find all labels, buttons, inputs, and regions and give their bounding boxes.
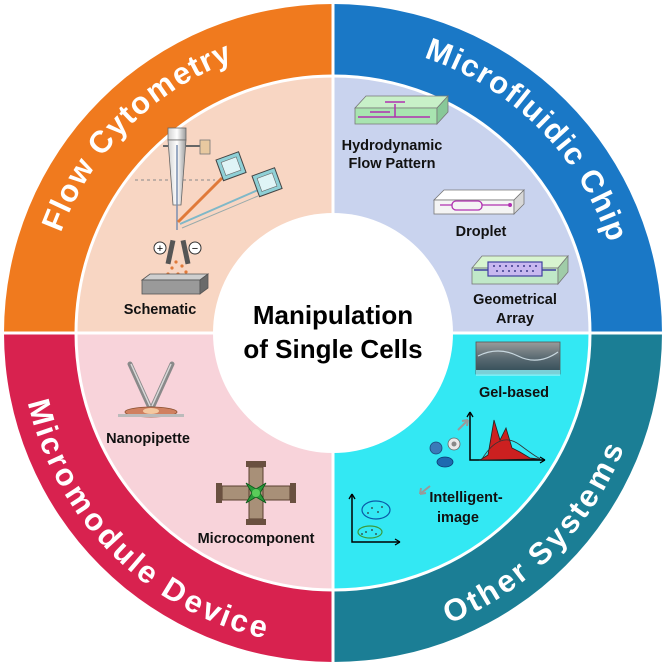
microcomponent-icon bbox=[216, 461, 296, 525]
label-hydrodynamic: Hydrodynamic bbox=[342, 138, 443, 154]
label-array: Array bbox=[496, 311, 534, 327]
label-geometrical: Geometrical bbox=[473, 292, 557, 308]
droplet-chip-icon bbox=[433, 189, 525, 215]
label-nanopipette: Nanopipette bbox=[106, 431, 190, 447]
nanopipette-icon bbox=[118, 361, 184, 418]
ring-micromodule-device bbox=[4, 333, 333, 662]
hydrodynamic-chip-icon bbox=[354, 94, 449, 126]
intelligent-image-icon bbox=[348, 411, 546, 546]
label-image: image bbox=[437, 510, 479, 526]
ring-divider bbox=[74, 74, 592, 592]
label-schematic: Schematic bbox=[124, 302, 197, 318]
label-droplet: Droplet bbox=[456, 224, 507, 240]
minus-symbol: − bbox=[192, 243, 198, 255]
label-microcomponent: Microcomponent bbox=[198, 531, 315, 547]
gel-icon bbox=[475, 341, 561, 376]
label-intelligent: Intelligent- bbox=[429, 490, 502, 506]
center-title-line1: Manipulation bbox=[253, 300, 413, 330]
center-circle bbox=[213, 213, 453, 453]
ring-flow-cytometry bbox=[4, 4, 333, 333]
center-title-line2: of Single Cells bbox=[243, 334, 422, 364]
plus-symbol: + bbox=[157, 243, 163, 255]
ring-other-systems bbox=[333, 333, 662, 662]
geometrical-array-chip-icon bbox=[471, 254, 569, 286]
label-flow-pattern: Flow Pattern bbox=[348, 156, 435, 172]
flow-cytometer-icon: + − bbox=[135, 127, 283, 295]
ring-microfluidic-chip bbox=[333, 4, 662, 333]
label-gel-based: Gel-based bbox=[479, 385, 549, 401]
